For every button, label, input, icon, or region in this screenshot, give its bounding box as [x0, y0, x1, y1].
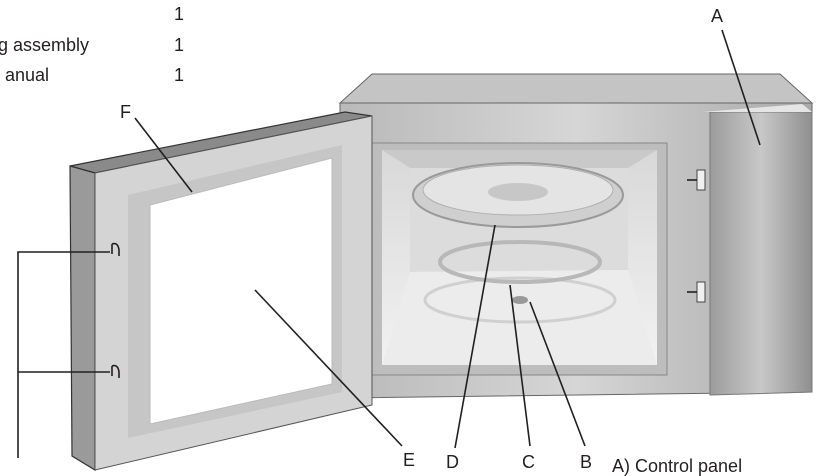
part-name: anual: [5, 65, 49, 85]
callout-d: D: [446, 452, 459, 472]
leader-line-f: [134, 117, 193, 193]
part-qty: 1: [174, 4, 184, 24]
leader-line-e: [254, 289, 403, 447]
door-hinge-icon: [111, 364, 120, 378]
legend-line: A) Control panel: [612, 456, 742, 476]
callout-b: B: [580, 452, 592, 472]
callout-f: F: [120, 102, 131, 122]
control-panel[interactable]: [709, 111, 813, 396]
leader-line-c: [509, 284, 531, 447]
leader-line-b: [529, 301, 586, 447]
part-qty: 1: [174, 65, 184, 85]
leader-line-a: [721, 29, 761, 146]
part-qty: 1: [174, 35, 184, 55]
leader-line-d: [454, 224, 496, 449]
microwave-body: [338, 73, 814, 399]
door-hinge-icon: [111, 242, 120, 256]
callout-a: A: [711, 6, 723, 26]
turntable-shaft: [423, 276, 617, 324]
door-latch-hole: [696, 169, 706, 191]
hinge-bracket: [17, 251, 110, 458]
door-window: [149, 157, 333, 425]
roller-ring: [438, 240, 602, 284]
callout-c: C: [522, 452, 535, 472]
part-name: g assembly: [0, 35, 89, 55]
door-latch-hole: [696, 281, 706, 303]
oven-door[interactable]: [69, 111, 373, 472]
callout-e: E: [403, 450, 415, 470]
parts-list: 1 g assembly 1 anual 1: [0, 4, 184, 85]
